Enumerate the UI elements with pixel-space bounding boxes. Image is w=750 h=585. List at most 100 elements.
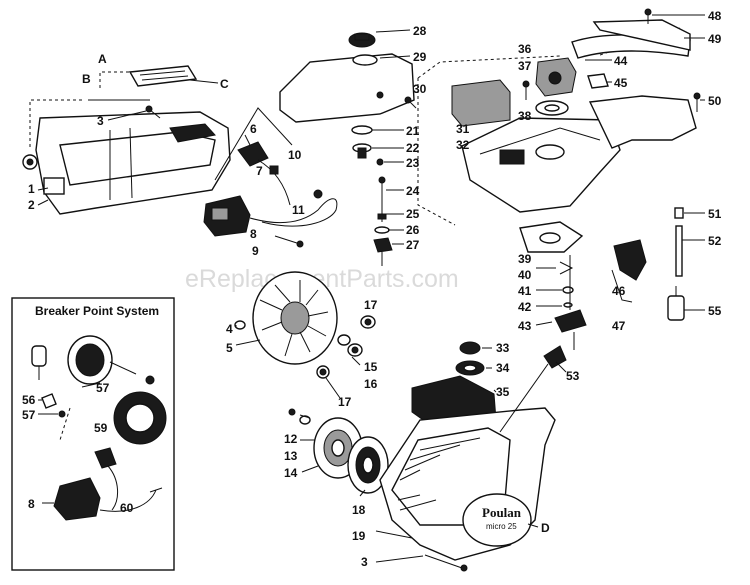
label-46: 46 [612,284,626,298]
label-9: 9 [252,244,259,258]
label-23: 23 [406,156,420,170]
label-d: D [541,521,550,535]
leader-c [189,79,219,84]
fuel-cap-part-28 [348,32,376,48]
label-28: 28 [413,24,427,38]
leader-b [29,99,82,150]
label-14: 14 [284,466,298,480]
label-22: 22 [406,141,420,155]
label-19: 19 [352,529,366,543]
leader-d [527,523,539,528]
leader-29 [379,55,411,59]
washer-parts-41-42 [562,286,574,308]
label-33: 33 [496,341,510,355]
label-7: 7 [256,164,263,178]
inset-title: Breaker Point System [35,304,159,318]
screw-part-30 [404,96,417,109]
label-34: 34 [496,361,510,375]
label-15: 15 [364,360,378,374]
label-51: 51 [708,207,722,221]
leader-18 [359,489,366,497]
washer-part-15 [337,334,351,346]
label-17-bottom: 17 [338,395,352,409]
label-17-top: 17 [364,298,378,312]
flywheel-part-5 [252,271,338,365]
leader-16 [351,356,361,366]
label-44: 44 [614,54,628,68]
label-32: 32 [456,138,470,152]
spark-plug-boot-part-6 [237,141,291,206]
label-38: 38 [518,109,532,123]
screw-part-57 [58,410,66,418]
label-29: 29 [413,50,427,64]
label-36: 36 [518,42,532,56]
bushing-part-17-bottom [316,365,330,379]
leader-3b [375,555,424,563]
label-8-inset: 8 [28,497,35,511]
screw-part-3-bottom [424,554,468,572]
gasket-part-39 [519,221,584,253]
leader-10-bracket [214,107,293,181]
carburetor-part-36 [535,57,577,97]
handle-part-53 [543,345,567,369]
leader-5 [235,339,261,346]
label-41: 41 [518,284,532,298]
leader-19 [375,530,413,539]
cam-part-59 [113,391,167,445]
screw-part-48 [644,8,652,24]
leader-43 [535,321,553,326]
label-50: 50 [708,94,722,108]
label-43: 43 [518,319,532,333]
label-31: 31 [456,122,470,136]
fitting-part-51 [674,207,684,219]
label-52: 52 [708,234,722,248]
label-4: 4 [226,322,233,336]
label-11: 11 [292,203,305,217]
leader-14 [301,465,319,473]
gasket-part-38 [535,100,569,116]
coil-part-8-inset [53,447,118,521]
screw-part-9 [274,235,304,248]
label-57-inset-a: 57 [96,381,110,395]
nut-part-23 [376,158,384,166]
label-5: 5 [226,341,233,355]
leader-57a [81,382,101,388]
condenser-part [31,345,47,380]
label-45: 45 [614,76,628,90]
label-49: 49 [708,32,722,46]
part-labels: A B C 3 1 2 6 7 10 11 8 9 28 29 30 21 22… [22,9,722,569]
label-42: 42 [518,300,532,314]
label-8: 8 [250,227,257,241]
label-39: 39 [518,252,532,266]
label-21: 21 [406,124,420,138]
wire-part-11 [249,189,338,227]
leader-17b [325,377,341,399]
label-c: C [220,77,229,91]
label-48: 48 [708,9,722,23]
spring-part-40 [559,261,574,275]
leader-2 [37,199,49,206]
leader-28 [375,29,411,33]
starter-parts-12-13 [288,408,311,425]
label-18: 18 [352,503,366,517]
rod-part-47 [611,269,633,303]
air-box-part-32 [461,117,621,213]
label-26: 26 [406,223,420,237]
breaker-point-inset-box [11,297,175,571]
fuel-line-part-52 [675,225,683,277]
nut-part-16 [347,343,363,357]
key-part-4 [234,320,246,330]
label-a: A [98,52,107,66]
leader-3 [107,110,147,121]
label-56: 56 [22,393,36,407]
clip-part-7 [269,165,279,175]
leader-1 [37,187,49,191]
screw-part-3-top [145,105,161,119]
label-12: 12 [284,432,298,446]
label-59: 59 [94,421,108,435]
label-b: B [82,72,91,86]
leader-53 [555,361,567,373]
lever-part-43 [554,309,587,350]
